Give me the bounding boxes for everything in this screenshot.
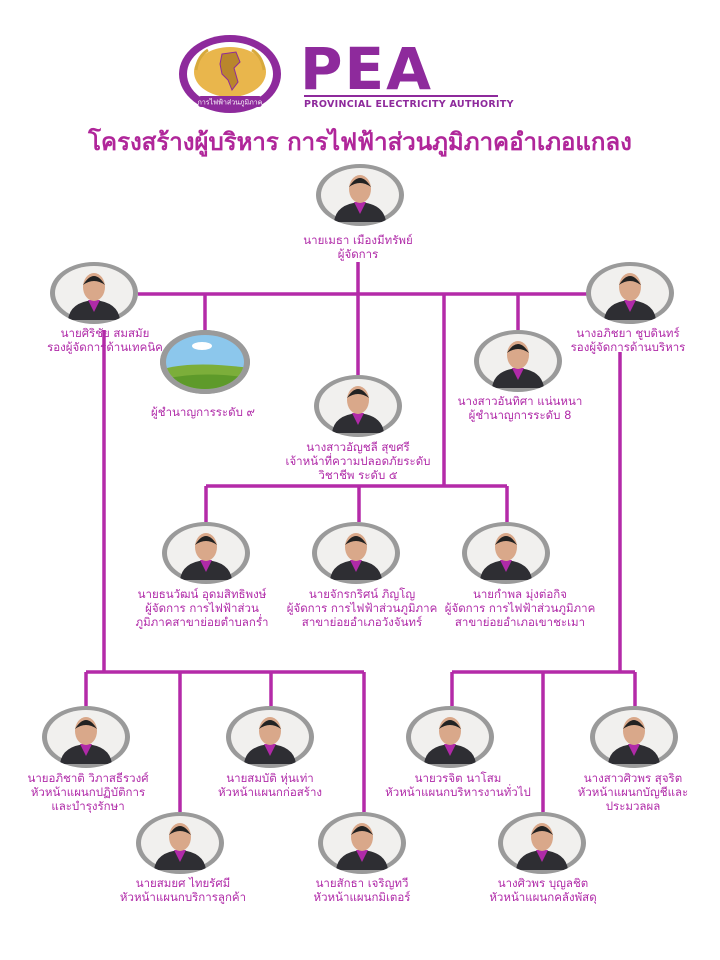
person-silhouette-icon — [167, 526, 245, 580]
person-silhouette-icon — [591, 266, 669, 320]
person-silhouette-icon — [321, 168, 399, 222]
manager-name: นายเมธา เมืองมีทรัพย์ — [303, 233, 413, 247]
manager-role: ผู้จัดการ — [337, 247, 379, 261]
ops-head-role: หัวหน้าแผนกปฏิบัติการ — [30, 785, 146, 799]
supplies-head-label: นางศิวพร บุญลชิต หัวหน้าแผนกคลังพัสดุ — [458, 876, 628, 904]
person-silhouette-icon — [55, 266, 133, 320]
branch1-photo — [162, 522, 250, 584]
person-silhouette-icon — [141, 816, 219, 870]
safety-officer-photo — [314, 375, 402, 437]
branch3-name: นายกำพล มุ่งต่อกิจ — [472, 587, 568, 601]
branch1-role: ผู้จัดการ การไฟฟ้าส่วน — [145, 601, 259, 615]
construction-head-role: หัวหน้าแผนกก่อสร้าง — [217, 785, 323, 799]
safety-officer-role: เจ้าหน้าที่ความปลอดภัยระดับ — [285, 454, 431, 468]
manager-photo — [316, 164, 404, 226]
customer-head-photo — [136, 812, 224, 874]
person-silhouette-icon — [467, 526, 545, 580]
meter-head-photo — [318, 812, 406, 874]
safety-officer-label: นางสาวอัญชลี สุขศรี เจ้าหน้าที่ความปลอดภ… — [263, 440, 453, 482]
supplies-head-role: หัวหน้าแผนกคลังพัสดุ — [489, 890, 597, 904]
accounting-head-role: หัวหน้าแผนกบัญชีและ — [577, 785, 689, 799]
expert8-name: นางสาวอันทิศา แน่นหนา — [457, 394, 583, 408]
branch3-photo — [462, 522, 550, 584]
deputy-tech-label: นายศิริชัย สมสมัย รองผู้จัดการด้านเทคนิค — [20, 326, 190, 354]
accounting-head-name: นางสาวศิวพร สุจริต — [583, 771, 683, 785]
brand-underline — [304, 95, 498, 97]
expert9-label: ผู้ชำนาญการระดับ ๙ — [128, 405, 278, 419]
logo-text: การไฟฟ้าส่วนภูมิภาค — [198, 98, 263, 107]
ops-head-name: นายอภิชาติ วิภาสธีรวงศ์ — [27, 771, 149, 785]
pea-logo: การไฟฟ้าส่วนภูมิภาค — [178, 34, 282, 114]
general-admin-head-name: นายวรจิต นาโสม — [414, 771, 502, 785]
person-silhouette-icon — [319, 379, 397, 433]
customer-head-label: นายสมยศ ไทยรัศมี หัวหน้าแผนกบริการลูกค้า — [98, 876, 268, 904]
branch2-photo — [312, 522, 400, 584]
construction-head-name: นายสมบัติ หุ่นเท่า — [226, 771, 314, 785]
general-admin-head-role: หัวหน้าแผนกบริหารงานทั่วไป — [385, 785, 531, 799]
person-silhouette-icon — [503, 816, 581, 870]
person-silhouette-icon — [479, 334, 557, 388]
ops-head-photo — [42, 706, 130, 768]
person-silhouette-icon — [47, 710, 125, 764]
customer-head-name: นายสมยศ ไทยรัศมี — [135, 876, 231, 890]
accounting-head-role-2: ประมวลผล — [605, 799, 661, 813]
ops-head-role-2: และบำรุงรักษา — [51, 799, 125, 813]
safety-officer-role-2: วิชาชีพ ระดับ ๕ — [318, 468, 398, 482]
meter-head-role: หัวหน้าแผนกมิเตอร์ — [313, 890, 411, 904]
deputy-tech-photo — [50, 262, 138, 324]
expert8-photo — [474, 330, 562, 392]
person-silhouette-icon — [317, 526, 395, 580]
branch3-label: นายกำพล มุ่งต่อกิจ ผู้จัดการ การไฟฟ้าส่ว… — [430, 587, 610, 629]
deputy-admin-photo — [586, 262, 674, 324]
deputy-tech-role: รองผู้จัดการด้านเทคนิค — [47, 340, 163, 354]
expert9-placeholder-image — [160, 330, 250, 394]
meter-head-name: นายสักธา เจริญทวี — [315, 876, 409, 890]
person-silhouette-icon — [595, 710, 673, 764]
manager-label: นายเมธา เมืองมีทรัพย์ ผู้จัดการ — [258, 233, 458, 261]
branch2-label: นายจักรกริศน์ ภิญโญ ผู้จัดการ การไฟฟ้าส่… — [272, 587, 452, 629]
construction-head-photo — [226, 706, 314, 768]
brand-subtitle: PROVINCIAL ELECTRICITY AUTHORITY — [304, 99, 514, 110]
branch1-name: นายธนวัฒน์ อุดมสิทธิพงษ์ — [137, 587, 267, 601]
expert8-role: ผู้ชำนาญการระดับ 8 — [468, 408, 572, 422]
general-admin-head-photo — [406, 706, 494, 768]
deputy-admin-name: นางอภิชยา ชูบดินทร์ — [576, 326, 680, 340]
branch1-label: นายธนวัฒน์ อุดมสิทธิพงษ์ ผู้จัดการ การไฟ… — [112, 587, 292, 629]
accounting-head-label: นางสาวศิวพร สุจริต หัวหน้าแผนกบัญชีและ ป… — [558, 771, 708, 813]
ops-head-label: นายอภิชาติ วิภาสธีรวงศ์ หัวหน้าแผนกปฏิบั… — [8, 771, 168, 813]
accounting-head-photo — [590, 706, 678, 768]
branch2-name: นายจักรกริศน์ ภิญโญ — [308, 587, 416, 601]
page-title: โครงสร้างผู้บริหาร การไฟฟ้าส่วนภูมิภาคอำ… — [88, 128, 632, 156]
supplies-head-name: นางศิวพร บุญลชิต — [497, 876, 589, 890]
branch2-role-2: สาขาย่อยอำเภอวังจันทร์ — [301, 615, 423, 629]
expert8-label: นางสาวอันทิศา แน่นหนา ผู้ชำนาญการระดับ 8 — [430, 394, 610, 422]
safety-officer-name: นางสาวอัญชลี สุขศรี — [306, 440, 410, 454]
branch1-role-2: ภูมิภาคสาขาย่อยตำบลกร่ำ — [135, 615, 269, 629]
person-silhouette-icon — [411, 710, 489, 764]
branch3-role: ผู้จัดการ การไฟฟ้าส่วนภูมิภาค — [444, 601, 596, 615]
general-admin-head-label: นายวรจิต นาโสม หัวหน้าแผนกบริหารงานทั่วไ… — [368, 771, 548, 799]
deputy-admin-label: นางอภิชยา ชูบดินทร์ รองผู้จัดการด้านบริห… — [548, 326, 708, 354]
customer-head-role: หัวหน้าแผนกบริการลูกค้า — [119, 890, 247, 904]
deputy-tech-name: นายศิริชัย สมสมัย — [60, 326, 150, 340]
branch3-role-2: สาขาย่อยอำเภอเขาชะเมา — [454, 615, 586, 629]
brand-name: PEA — [300, 35, 434, 103]
branch2-role: ผู้จัดการ การไฟฟ้าส่วนภูมิภาค — [286, 601, 438, 615]
person-silhouette-icon — [231, 710, 309, 764]
meter-head-label: นายสักธา เจริญทวี หัวหน้าแผนกมิเตอร์ — [282, 876, 442, 904]
expert9-role: ผู้ชำนาญการระดับ ๙ — [151, 405, 255, 419]
deputy-admin-role: รองผู้จัดการด้านบริหาร — [570, 340, 686, 354]
person-silhouette-icon — [323, 816, 401, 870]
construction-head-label: นายสมบัติ หุ่นเท่า หัวหน้าแผนกก่อสร้าง — [190, 771, 350, 799]
supplies-head-photo — [498, 812, 586, 874]
